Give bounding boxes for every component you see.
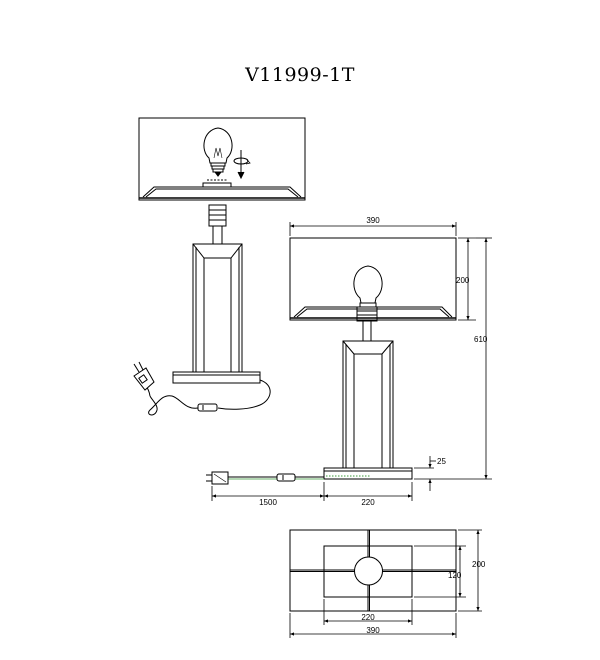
- assembled-bulb-icon: [353, 265, 383, 308]
- bulb-icon: [203, 127, 233, 177]
- dim-base-thickness: 25: [437, 457, 446, 466]
- rotate-arrow-icon: [233, 150, 251, 180]
- exploded-plug-icon: [133, 361, 155, 391]
- drawing-title: V11999-1T: [245, 64, 355, 86]
- dim-total-height: 610: [474, 335, 488, 344]
- exploded-socket: [208, 204, 227, 244]
- dim-base-width: 220: [361, 498, 375, 507]
- dim-top-base-height: 120: [448, 571, 462, 580]
- assembled-cord: [228, 473, 324, 482]
- dim-cord-length: 1500: [259, 498, 277, 507]
- dim-top-base-width: 220: [361, 613, 375, 622]
- assembled-shade: [289, 237, 457, 321]
- assembled-base: [323, 467, 413, 480]
- dim-top-shade-width: 390: [366, 626, 380, 635]
- front-dimensions: [211, 222, 492, 501]
- assembled-column: [342, 340, 394, 469]
- exploded-base: [172, 371, 261, 384]
- top-view-dimensions: [289, 529, 482, 638]
- top-view: [289, 529, 457, 612]
- assembled-view: [206, 237, 457, 485]
- exploded-column: [192, 243, 243, 373]
- dim-shade-height: 200: [456, 276, 470, 285]
- assembled-plug-icon: [206, 471, 229, 485]
- dim-shade-width: 390: [366, 216, 380, 225]
- dim-top-shade-height: 200: [472, 560, 486, 569]
- exploded-shade: [138, 117, 306, 201]
- exploded-cord: [144, 379, 271, 416]
- exploded-view: [133, 117, 306, 416]
- assembled-socket: [356, 306, 378, 341]
